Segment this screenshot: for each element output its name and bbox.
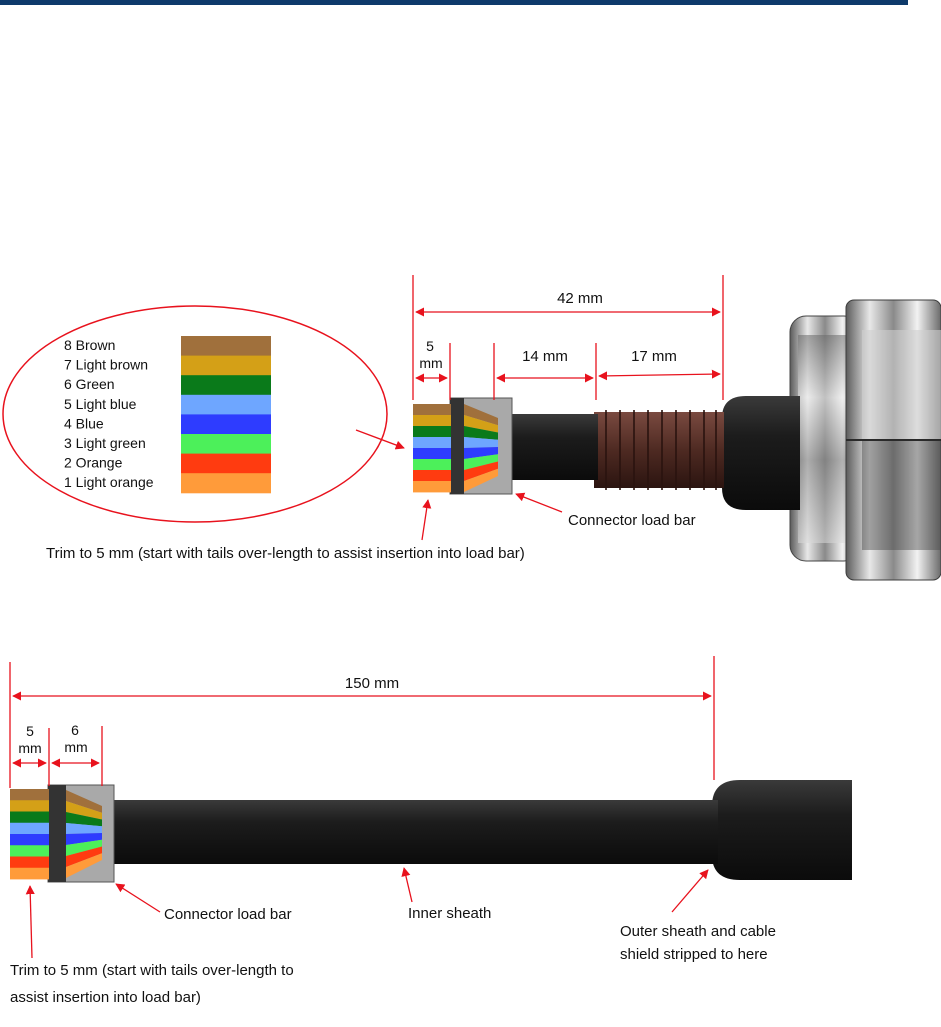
bottom-tail-wire-6: [10, 811, 49, 824]
top-connector-body: [789, 299, 941, 581]
bottom-fan-wire-1: [66, 853, 102, 878]
top-dimensions: [412, 275, 724, 400]
top-tail-wire-7: [413, 415, 451, 427]
dim-17mm-line: [598, 369, 721, 381]
bottom-fan-wire-5: [66, 823, 102, 834]
wire-legend: 8 Brown 7 Light brown 6 Green 5 Light blue 4…: [64, 336, 271, 494]
bottom-load-bar-callout-arrow: [115, 883, 161, 913]
bottom-fan-wire-4: [66, 833, 102, 845]
legend-label-1-light-orange: 1 Light orange: [64, 474, 154, 490]
bottom-tail-wire-5: [10, 822, 49, 835]
legend-label-6-green: 6 Green: [64, 376, 115, 392]
dim-5mm-bottom-unit: mm: [18, 740, 41, 756]
top-tail-wire-1: [413, 481, 451, 493]
legend-label-4-blue: 4 Blue: [64, 415, 104, 431]
top-wire-tails: [413, 404, 451, 493]
top-fan-wire-5: [464, 437, 498, 448]
legend-swatch-7-light-brown: [181, 355, 271, 376]
top-load-bar: [449, 397, 513, 495]
bottom-inner-sheath: [98, 800, 718, 864]
outer-sheath-callout-line2: shield stripped to here: [620, 946, 768, 963]
dim-42mm-label: 42 mm: [557, 290, 603, 307]
bottom-fan-wire-8: [66, 790, 102, 813]
dim-5mm-top-unit: mm: [419, 355, 442, 371]
wire-legend-ellipse: [2, 305, 388, 523]
top-tail-wire-6: [413, 426, 451, 438]
top-fan-wire-1: [464, 468, 498, 492]
bottom-trim-callout-line2: assist insertion into load bar): [10, 989, 201, 1006]
legend-label-5-light-blue: 5 Light blue: [64, 396, 137, 412]
legend-swatch-2-orange: [181, 453, 271, 474]
top-braid: [594, 410, 724, 490]
dim-14mm-label: 14 mm: [522, 348, 568, 365]
outer-sheath-callout-arrow: [671, 869, 709, 913]
top-tail-wire-5: [413, 437, 451, 449]
legend-swatch-6-green: [181, 375, 271, 396]
top-fan-wire-6: [464, 426, 498, 440]
top-trim-callout-arrow: [421, 499, 432, 541]
bottom-outer-sheath: [712, 780, 852, 880]
bottom-fan-wire-3: [66, 839, 102, 856]
outer-sheath-callout-line1: Outer sheath and cable: [620, 923, 776, 940]
bottom-tail-wire-8: [10, 789, 49, 801]
legend-swatch-8-brown: [181, 336, 271, 357]
bottom-dimensions: [9, 656, 715, 788]
inner-sheath-callout: Inner sheath: [408, 905, 491, 922]
top-fan-wire-4: [464, 447, 498, 459]
bottom-load-bar-callout: Connector load bar: [164, 906, 292, 923]
bottom-fan-wire-7: [66, 801, 102, 820]
legend-label-3-light-green: 3 Light green: [64, 435, 146, 451]
top-fan-wire-8: [464, 404, 498, 426]
dim-6mm-value: 6: [71, 722, 79, 738]
bottom-trim-callout-arrow: [25, 885, 35, 959]
bottom-wire-tails: [10, 789, 49, 880]
legend-swatch-3-light-green: [181, 434, 271, 455]
legend-swatch-1-light-orange: [181, 473, 271, 494]
legend-label-8-brown: 8 Brown: [64, 337, 115, 353]
bottom-tail-wire-4: [10, 834, 49, 846]
top-load-bar-callout-arrow: [515, 492, 563, 513]
top-tail-wire-3: [413, 459, 451, 471]
bottom-tail-wire-2: [10, 856, 49, 869]
top-tail-wire-4: [413, 448, 451, 460]
top-trim-callout: Trim to 5 mm (start with tails over-leng…: [46, 545, 525, 562]
bottom-fan-wire-2: [66, 846, 102, 867]
top-tail-wire-2: [413, 470, 451, 482]
top-fan-wire-7: [464, 415, 498, 433]
bottom-tail-wire-1: [10, 867, 49, 880]
inner-sheath-callout-arrow: [401, 867, 413, 903]
dim-5mm-bottom-value: 5: [26, 723, 34, 739]
top-load-bar-callout: Connector load bar: [568, 512, 696, 529]
legend-swatch-5-light-blue: [181, 394, 271, 415]
top-fan-wire-2: [464, 461, 498, 481]
dim-5mm-top-value: 5: [426, 338, 434, 354]
bottom-diagram: 150 mm 5 mm 6 mm Connector load bar Inne…: [9, 656, 852, 1006]
header-rule: [0, 0, 908, 5]
top-tail-wire-8: [413, 404, 451, 416]
dim-6mm-unit: mm: [64, 739, 87, 755]
bottom-trim-callout-line1: Trim to 5 mm (start with tails over-leng…: [10, 962, 294, 979]
legend-label-7-light-brown: 7 Light brown: [64, 357, 148, 373]
bottom-tail-wire-7: [10, 800, 49, 812]
legend-label-2-orange: 2 Orange: [64, 455, 123, 471]
bottom-tail-wire-3: [10, 845, 49, 857]
legend-swatch-4-blue: [181, 414, 271, 435]
top-diagram: 8 Brown 7 Light brown 6 Green 5 Light blue 4…: [2, 275, 941, 581]
dim-17mm-label: 17 mm: [631, 348, 677, 365]
top-outer-boot: [722, 396, 800, 510]
bottom-fan-wire-6: [66, 812, 102, 827]
top-fan-wire-3: [464, 454, 498, 470]
dim-150mm-label: 150 mm: [345, 675, 399, 692]
bottom-load-bar: [47, 784, 115, 883]
legend-callout-arrow: [355, 429, 405, 450]
